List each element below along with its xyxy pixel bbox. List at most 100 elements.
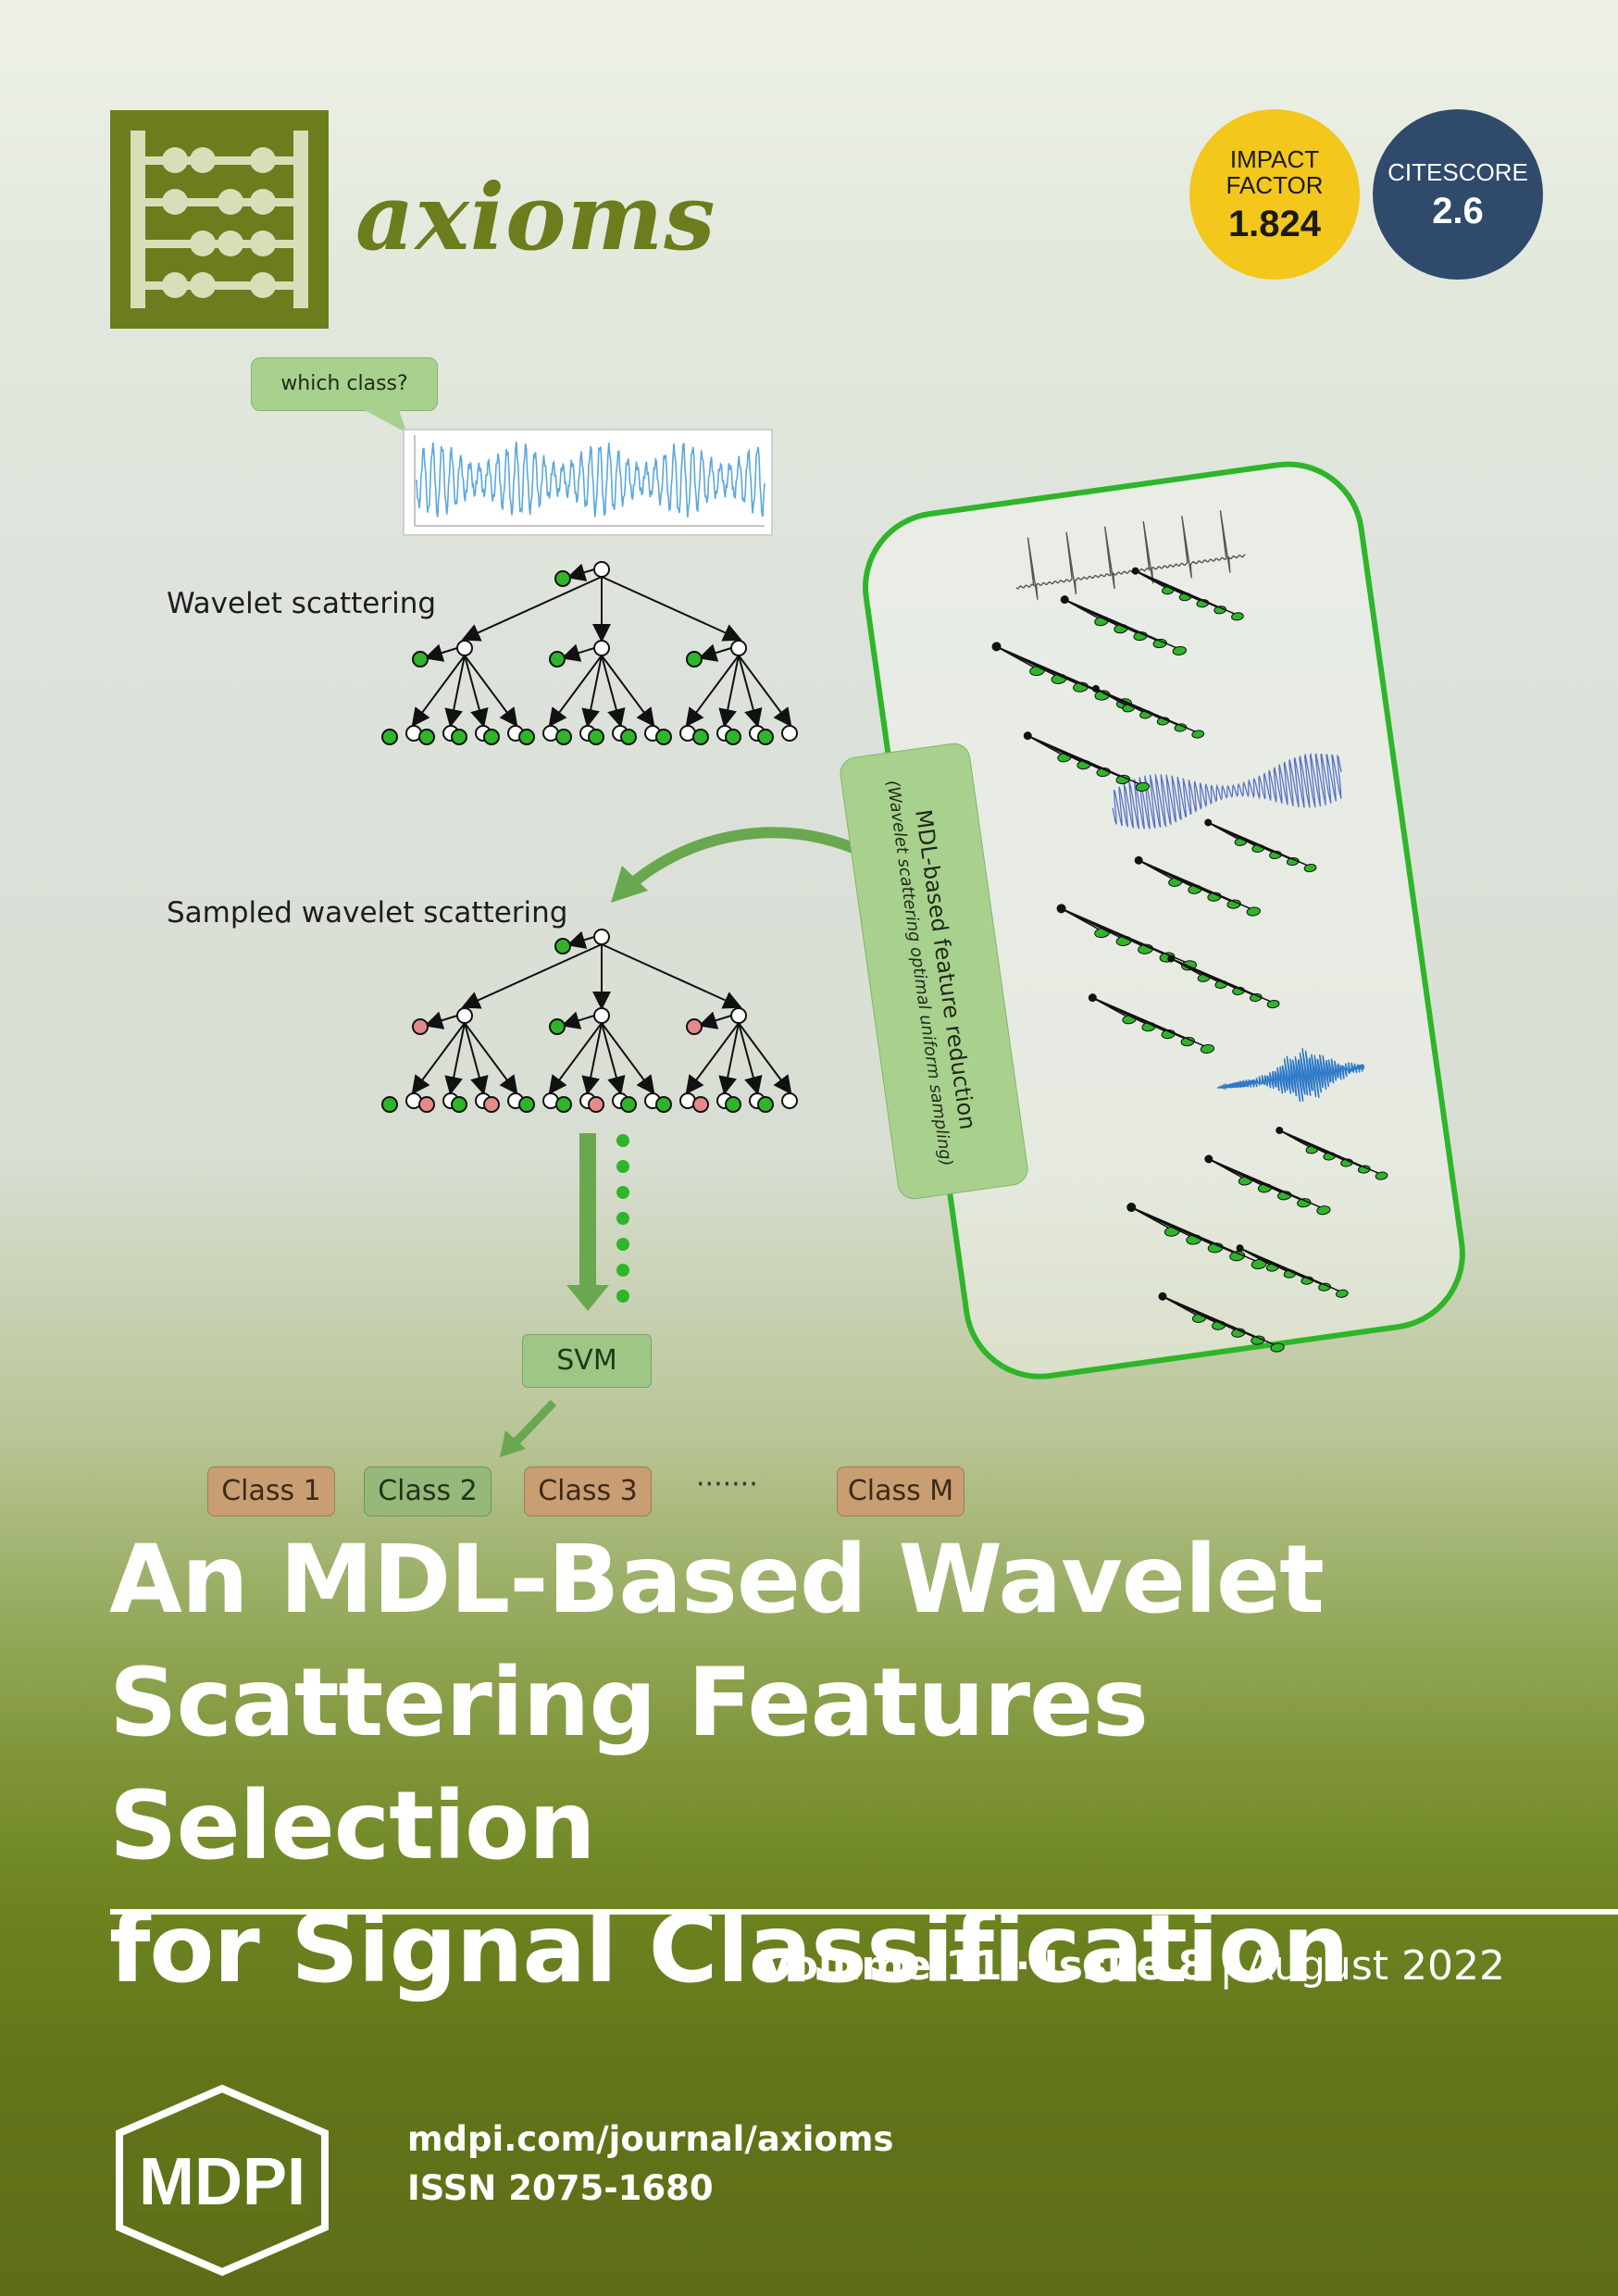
tree-node: [381, 1096, 398, 1113]
svm-arrowhead: [500, 1430, 526, 1457]
tree-edge: [738, 1022, 763, 1095]
tree-node: [412, 651, 429, 668]
signal-trace: [416, 441, 765, 518]
class-1-box: Class 1: [207, 1466, 335, 1516]
mini-edge: [1138, 859, 1254, 911]
tree-edge: [581, 1022, 603, 1095]
tree-edge: [685, 655, 740, 728]
mini-root: [1236, 1244, 1244, 1253]
tree-node: [381, 729, 398, 745]
mini-node: [1249, 992, 1263, 1003]
panel-trees: [991, 567, 1388, 1353]
mini-root: [1023, 731, 1032, 741]
mini-node: [1229, 1251, 1246, 1262]
tree-node: [730, 1007, 747, 1024]
mini-node: [1270, 1342, 1285, 1353]
tree-node: [781, 1092, 798, 1109]
mini-edge: [1239, 1247, 1342, 1293]
ecg-trace: [1015, 510, 1246, 600]
article-title: An MDL-Based Wavelet Scattering Features…: [109, 1518, 1553, 2011]
citescore-label: CITESCORE: [1388, 158, 1528, 186]
class-ellipsis: ·······: [696, 1468, 758, 1501]
signal-window: [403, 429, 773, 536]
tree-node: [692, 729, 709, 745]
wavelet-scattering-tree: [381, 561, 798, 745]
tree-edge: [601, 576, 742, 642]
tree-node: [655, 729, 672, 745]
tree-edge: [548, 1022, 603, 1095]
tree-edge: [698, 1011, 732, 1029]
mini-node: [1297, 1198, 1312, 1208]
mini-node: [1318, 1282, 1331, 1292]
mini-node: [1200, 1043, 1215, 1054]
tree-edge: [424, 643, 458, 662]
mini-edge: [1208, 1158, 1324, 1210]
journal-name: axioms: [355, 165, 716, 271]
mini-node: [1246, 906, 1261, 917]
volume-issue-line: Volume 11 · Issue 8 | August 2022: [761, 1942, 1505, 1990]
citescore-badge: CITESCORE 2.6: [1373, 109, 1543, 280]
volume-separator: ·: [1014, 1942, 1031, 1990]
issn: ISSN 2075-1680: [407, 2168, 714, 2208]
mini-node: [1231, 612, 1244, 621]
tree-edge: [464, 1022, 518, 1095]
issue-date: August 2022: [1246, 1942, 1505, 1990]
mini-edge: [1064, 598, 1180, 650]
tree-node: [554, 570, 571, 587]
tree-node: [554, 938, 571, 955]
tree-edge: [581, 655, 603, 728]
sampled-wavelet-label: Sampled wavelet scattering: [167, 896, 568, 930]
tree-edge: [601, 655, 655, 728]
mini-node: [1357, 1165, 1371, 1174]
tree-node: [757, 729, 774, 745]
tree-node: [418, 1096, 435, 1113]
mdpi-wordmark: MDPI: [139, 2145, 305, 2219]
mini-node: [1172, 645, 1187, 656]
tree-node: [549, 651, 566, 668]
tree-edge: [566, 563, 595, 581]
tree-node: [451, 1096, 467, 1113]
down-arrow-head: [566, 1285, 609, 1311]
mini-root: [1276, 1126, 1284, 1134]
title-line-2: Scattering Features Selection: [109, 1648, 1149, 1881]
sampled-dots: [616, 1134, 629, 1303]
wavelet-scattering-label: Wavelet scattering: [167, 587, 437, 620]
mini-node: [1180, 1036, 1195, 1047]
tree-node: [655, 1096, 672, 1113]
issue-number: Issue 8: [1043, 1942, 1207, 1990]
tree-edge: [548, 655, 603, 728]
tree-node: [456, 640, 473, 656]
sampled-trace: [1217, 1048, 1365, 1103]
mini-edge: [1207, 821, 1311, 867]
tree-node: [456, 1007, 473, 1024]
mini-root: [1167, 955, 1176, 963]
mini-node: [1191, 730, 1205, 739]
mini-root: [1204, 818, 1213, 827]
mini-root: [1134, 855, 1143, 865]
mini-root: [1158, 1292, 1167, 1301]
mini-edge: [1170, 957, 1274, 1004]
volume-number: Volume 11: [761, 1942, 1002, 1990]
tree-edge: [444, 655, 466, 728]
journal-url[interactable]: mdpi.com/journal/axioms: [407, 2119, 894, 2159]
tree-edge: [461, 943, 603, 1009]
tree-node: [451, 729, 467, 745]
tree-node: [730, 640, 747, 656]
tree-node: [412, 1018, 429, 1035]
tree-edge: [561, 1011, 595, 1029]
tree-node: [593, 929, 610, 945]
impact-label-1: IMPACT: [1229, 145, 1320, 173]
tree-node: [518, 1096, 535, 1113]
mini-node: [1135, 781, 1151, 792]
mini-node: [1375, 1171, 1388, 1180]
mini-edge: [1027, 734, 1143, 786]
citescore-value: 2.6: [1432, 191, 1484, 231]
tree-node: [483, 729, 500, 745]
tree-node: [686, 651, 703, 668]
bubble-tail: [361, 408, 407, 433]
impact-factor-badge: IMPACT FACTOR 1.824: [1189, 109, 1360, 280]
tree-edge: [411, 655, 466, 728]
mini-node: [1226, 899, 1241, 909]
tree-edge: [464, 655, 489, 728]
tree-node: [588, 729, 604, 745]
